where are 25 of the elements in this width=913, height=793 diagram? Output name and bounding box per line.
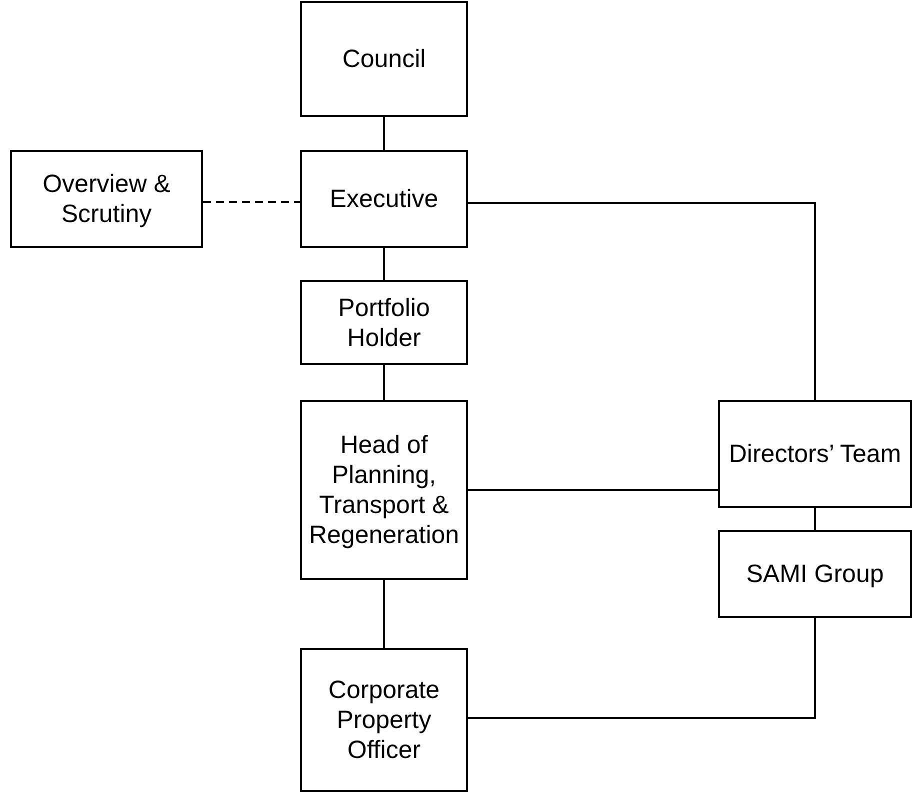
box-label: Overview & Scrutiny [42, 169, 172, 229]
connector-line [383, 117, 385, 150]
connector-line [468, 202, 816, 400]
org-box [300, 280, 468, 365]
org-box [718, 530, 912, 618]
connector-line [468, 489, 718, 491]
org-box [718, 400, 912, 508]
connector-line [468, 618, 816, 719]
box-label: Portfolio Holder [337, 292, 431, 352]
box-label: Executive [330, 184, 438, 214]
box-label: Directors’ Team [728, 439, 902, 469]
connector-line [383, 365, 385, 400]
box-label: Council [342, 44, 426, 74]
org-box [300, 400, 468, 580]
dashed-connector [203, 201, 300, 203]
connector-line [383, 580, 385, 648]
org-box [300, 150, 468, 248]
box-label: Corporate Property Officer [327, 675, 441, 765]
box-label: SAMI Group [746, 559, 884, 589]
connector-line [383, 248, 385, 280]
org-box [300, 1, 468, 117]
box-label: Head of Planning, Transport & Regeneration [308, 430, 460, 550]
org-box [10, 150, 203, 248]
org-box [300, 648, 468, 792]
connector-line [814, 508, 816, 530]
